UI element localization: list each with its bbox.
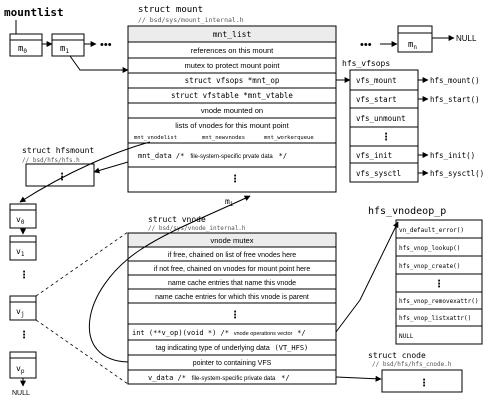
vnode-tag-code: (VT_HFS) — [275, 344, 309, 352]
vnode-row-free-chain: if free, chained on list of free vnodes … — [168, 252, 297, 259]
vnode-data-decl: v_data /* — [148, 374, 186, 382]
vnodeop-row-lookup: hfs_vnop_lookup() — [399, 245, 460, 252]
mount-data-field: mnt_data /* file-system-specific prvate … — [138, 152, 287, 160]
vnode-row-parent-cache: name cache entries for which this vnode … — [155, 294, 309, 301]
vnode-node-v0: v0 — [9, 203, 37, 229]
mount-data-comment: file-system-specific prvate data — [190, 154, 273, 160]
mountlist-node-m1: m1 — [51, 33, 85, 57]
target-hfs-mount: hfs_mount() — [430, 76, 480, 85]
vnodeop-row-create: hfs_vnop_create() — [399, 263, 460, 270]
vfs-pointer-to-mount-arrow — [88, 195, 251, 363]
mnt-data-to-hfsmount-arrow — [93, 161, 129, 174]
vnode-tag-row: tag indicating type of underlying data (… — [156, 344, 309, 352]
vnodelist-null: NULL — [12, 390, 30, 397]
mountlist-node-label: mn — [408, 40, 417, 51]
vnode-node-label: v1 — [16, 247, 25, 258]
target-hfs-init: hfs_init() — [430, 151, 475, 160]
vnodelist-dots-upper: ⋮ — [19, 270, 29, 281]
vnode-node-vp: vp — [9, 351, 37, 379]
mount-data-decl: mnt_data /* — [138, 152, 184, 160]
mount-struct-title: struct mount — [138, 5, 203, 15]
vfsops-row-unmount: vfs_unmount — [356, 114, 406, 123]
vnode-row-mutex: vnode mutex — [211, 236, 254, 245]
mountlist-title: mountlist — [4, 6, 64, 19]
mount-struct-path: // bsd/sys/mount_internal.h — [138, 16, 244, 24]
vnode-data-comment: file-system-specific private data — [192, 376, 276, 382]
mount-list-workerqueue: mnt_workerqueue — [264, 135, 314, 141]
vnodeop-dots: ⋮ — [434, 279, 444, 290]
target-hfs-sysctl: hfs_sysctl() — [430, 169, 484, 178]
mount-list-vnodelist: mnt_vnodelist — [134, 135, 177, 141]
mount-row-mnt-op: struct vfsops *mnt_op — [185, 76, 280, 85]
cnode-dots: ⋮ — [419, 378, 429, 389]
vnode-struct-title: struct vnode — [148, 215, 206, 224]
vnode-node-label: vj — [16, 307, 24, 318]
target-hfs-start: hfs_start() — [430, 95, 480, 104]
mountlist-ellipsis-right: ••• — [360, 39, 372, 51]
mount-row-vnode-mounted: vnode mounted on — [201, 106, 263, 115]
vnode-op-comment: vnode operations vector — [234, 331, 293, 337]
vnodeop-row-removexattr: hfs_vnop_removexattr() — [399, 298, 478, 305]
vnode-data-end: */ — [281, 374, 289, 382]
cnode-struct-title: struct cnode — [368, 351, 426, 360]
mount-data-end: */ — [279, 152, 287, 160]
mount-ellipsis-dots: ⋮ — [230, 174, 240, 185]
mountlist-node-label: m1 — [60, 44, 69, 55]
cnode-struct-path: // bsd/hfs/hfs_cnode.h — [372, 361, 452, 368]
mount-header: mnt_list — [213, 30, 252, 39]
mount-struct-box: mnt_list references on this mount mutex … — [127, 25, 337, 193]
vnode-tag-text: tag indicating type of underlying data — [156, 345, 270, 352]
vnode-row-mount-chain: if not free, chained on vnodes for mount… — [154, 266, 311, 273]
vfsops-row-start: vfs_start — [356, 95, 397, 104]
vnode-struct-path: // bsd/sys/vnode_internal.h — [148, 225, 246, 232]
vnodeop-row-null: NULL — [399, 333, 414, 340]
mount-row-mutex: mutex to protect mount point — [184, 61, 280, 70]
vfsops-row-sysctl: vfs_sysctl — [356, 169, 401, 178]
v-data-to-cnode-arrow — [335, 375, 382, 382]
vnode-dots: ⋮ — [230, 310, 240, 321]
vnodeop-title: hfs_vnodeop_p — [368, 206, 446, 217]
vnodeop-row-listxattr: hfs_vnop_listxattr() — [399, 315, 471, 322]
vnodelist-dots-lower: ⋮ — [19, 330, 29, 341]
mount-row-mnt-vtable: struct vfstable *mnt_vtable — [171, 91, 293, 100]
vfsops-title: hfs_vfsops — [342, 59, 390, 68]
mountlist-node-label: m0 — [18, 44, 27, 55]
vnode-data-field: v_data /* file-system-specific private d… — [148, 374, 290, 382]
vfsops-row-mount: vfs_mount — [356, 76, 397, 85]
vnode-struct-box: vnode mutex if free, chained on list of … — [127, 232, 337, 385]
hfsmount-struct-path: // bsd/hfs/hfs.h — [22, 157, 80, 164]
vnodelist-head-arrow — [19, 141, 151, 203]
vfsops-dots: ⋮ — [381, 132, 391, 143]
vnode-node-vj: vj — [9, 295, 37, 321]
mountlist-node-m0: m0 — [9, 33, 43, 57]
vnode-node-label: v0 — [16, 215, 25, 226]
vnode-op-end: */ — [297, 329, 305, 337]
v-op-to-vnodeop-arrow — [335, 221, 399, 333]
vnode-node-label: vp — [16, 364, 25, 375]
vj-projection-bottom — [35, 319, 129, 385]
vnode-row-vfs-pointer: pointer to containing VFS — [193, 360, 272, 367]
vfsops-table: vfs_mount vfs_start vfs_unmount ⋮ vfs_in… — [349, 69, 419, 183]
vnode-row-name-cache: name cache entries that name this vnode — [168, 280, 296, 287]
vj-projection-top — [35, 231, 129, 297]
vnodeop-row-default-error: vn_default_error() — [399, 227, 464, 234]
mountlist-null: NULL — [456, 34, 477, 43]
m1-to-mount-arrow — [69, 55, 129, 73]
vfsops-row-init: vfs_init — [356, 151, 392, 160]
vnodeop-table: vn_default_error() hfs_vnop_lookup() hfs… — [395, 219, 483, 345]
hfsmount-struct-title: struct hfsmount — [22, 146, 94, 155]
mount-row-references: references on this mount — [191, 46, 274, 55]
mount-list-newvnodes: mnt_newvnodes — [202, 135, 245, 141]
mount-row-vnode-lists: lists of vnodes for this mount point — [175, 121, 289, 130]
mountlist-node-mn: mn — [397, 25, 433, 53]
cnode-box: ⋮ — [381, 369, 463, 393]
vnode-op-decl: int (**v_op)(void *) /* — [132, 329, 229, 337]
vnode-op-field: int (**v_op)(void *) /* vnode operations… — [132, 329, 306, 337]
mountlist-ellipsis-left: ••• — [100, 39, 112, 51]
vnode-node-v1: v1 — [9, 235, 37, 261]
